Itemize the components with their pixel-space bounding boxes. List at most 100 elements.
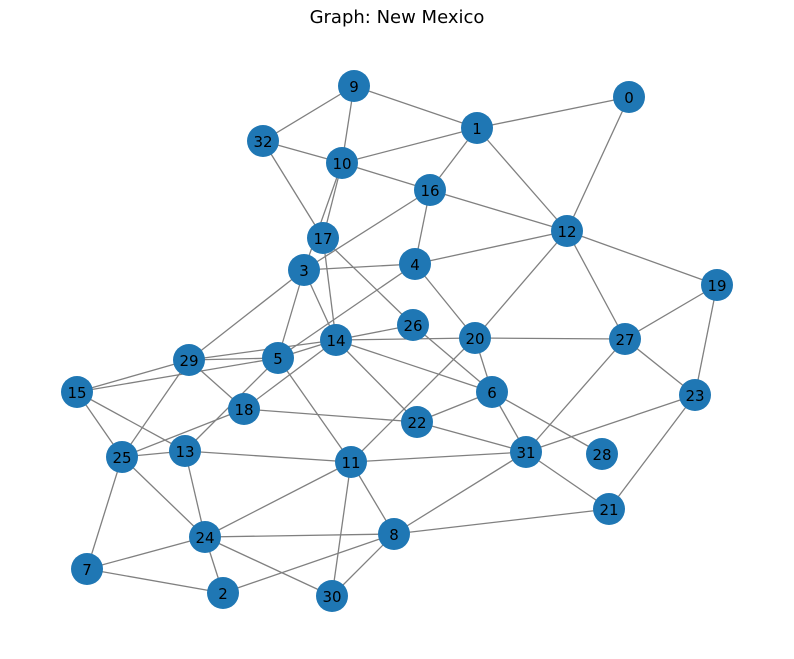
node-circle-26 [397, 309, 429, 341]
node-label-14: 14 [326, 332, 345, 350]
node-29: 29 [173, 344, 205, 376]
node-8: 8 [378, 518, 410, 550]
edge-11-30 [331, 461, 352, 597]
node-label-23: 23 [685, 387, 704, 405]
node-18: 18 [228, 393, 260, 425]
node-label-2: 2 [218, 585, 228, 603]
node-label-26: 26 [403, 317, 422, 335]
node-circle-12 [551, 215, 583, 247]
node-label-1: 1 [472, 120, 482, 138]
node-label-13: 13 [175, 443, 194, 461]
edge-6-28 [491, 391, 603, 455]
node-21: 21 [593, 493, 625, 525]
node-5: 5 [262, 342, 294, 374]
node-circle-11 [335, 446, 367, 478]
edge-14-22 [335, 339, 418, 423]
node-30: 30 [316, 580, 348, 612]
node-9: 9 [338, 70, 370, 102]
node-circle-6 [476, 376, 508, 408]
node-circle-13 [169, 435, 201, 467]
node-32: 32 [247, 125, 279, 157]
edge-11-31 [350, 451, 527, 463]
edge-23-31 [525, 394, 696, 453]
node-label-24: 24 [195, 529, 214, 547]
node-label-3: 3 [299, 262, 309, 280]
node-17: 17 [307, 222, 339, 254]
node-circle-0 [613, 81, 645, 113]
node-label-31: 31 [516, 444, 535, 462]
edge-1-9 [353, 85, 478, 129]
node-15: 15 [61, 376, 93, 408]
edge-20-11 [350, 337, 476, 463]
edge-5-11 [277, 357, 352, 463]
node-0: 0 [613, 81, 645, 113]
node-label-12: 12 [557, 223, 576, 241]
node-circle-5 [262, 342, 294, 374]
edge-14-6 [335, 339, 493, 393]
node-circle-25 [106, 441, 138, 473]
node-label-17: 17 [313, 230, 332, 248]
node-22: 22 [401, 406, 433, 438]
edge-12-27 [566, 230, 626, 340]
node-10: 10 [326, 147, 358, 179]
node-3: 3 [288, 254, 320, 286]
edge-8-21 [393, 508, 610, 535]
node-label-30: 30 [322, 588, 341, 606]
node-label-8: 8 [389, 526, 399, 544]
node-circle-20 [459, 322, 491, 354]
node-1: 1 [461, 112, 493, 144]
edge-24-7 [86, 536, 206, 570]
edge-0-12 [566, 96, 630, 232]
node-25: 25 [106, 441, 138, 473]
node-12: 12 [551, 215, 583, 247]
node-circle-21 [593, 493, 625, 525]
node-circle-9 [338, 70, 370, 102]
edge-0-1 [476, 96, 630, 129]
node-circle-32 [247, 125, 279, 157]
node-2: 2 [207, 577, 239, 609]
node-31: 31 [510, 436, 542, 468]
node-label-25: 25 [112, 449, 131, 467]
node-circle-8 [378, 518, 410, 550]
node-28: 28 [586, 438, 618, 470]
edge-15-13 [76, 391, 186, 452]
edge-31-8 [393, 451, 527, 535]
edge-25-7 [86, 456, 123, 570]
edge-29-15 [76, 359, 190, 393]
node-circle-4 [399, 248, 431, 280]
edge-12-20 [474, 230, 568, 339]
node-16: 16 [414, 174, 446, 206]
node-label-0: 0 [624, 89, 634, 107]
node-label-16: 16 [420, 182, 439, 200]
edge-3-29 [188, 269, 305, 361]
node-label-19: 19 [707, 277, 726, 295]
edge-32-17 [262, 140, 324, 239]
edge-11-24 [204, 461, 352, 538]
node-label-32: 32 [253, 133, 272, 151]
edge-20-27 [474, 337, 626, 340]
node-23: 23 [679, 379, 711, 411]
node-label-4: 4 [410, 256, 420, 274]
edge-7-2 [86, 568, 224, 594]
edge-12-4 [414, 230, 568, 265]
node-19: 19 [701, 269, 733, 301]
edge-27-31 [525, 338, 626, 453]
node-20: 20 [459, 322, 491, 354]
node-7: 7 [71, 553, 103, 585]
edge-19-27 [624, 284, 718, 340]
graph-title: Graph: New Mexico [309, 7, 485, 28]
node-circle-19 [701, 269, 733, 301]
edge-17-14 [322, 237, 337, 341]
node-label-10: 10 [332, 155, 351, 173]
edge-9-32 [262, 85, 355, 142]
node-circle-16 [414, 174, 446, 206]
edge-24-8 [204, 533, 395, 538]
edge-8-2 [222, 533, 395, 594]
edge-10-3 [303, 162, 343, 271]
edge-3-4 [303, 263, 416, 271]
node-circle-31 [510, 436, 542, 468]
node-11: 11 [335, 446, 367, 478]
edge-12-19 [566, 230, 718, 286]
